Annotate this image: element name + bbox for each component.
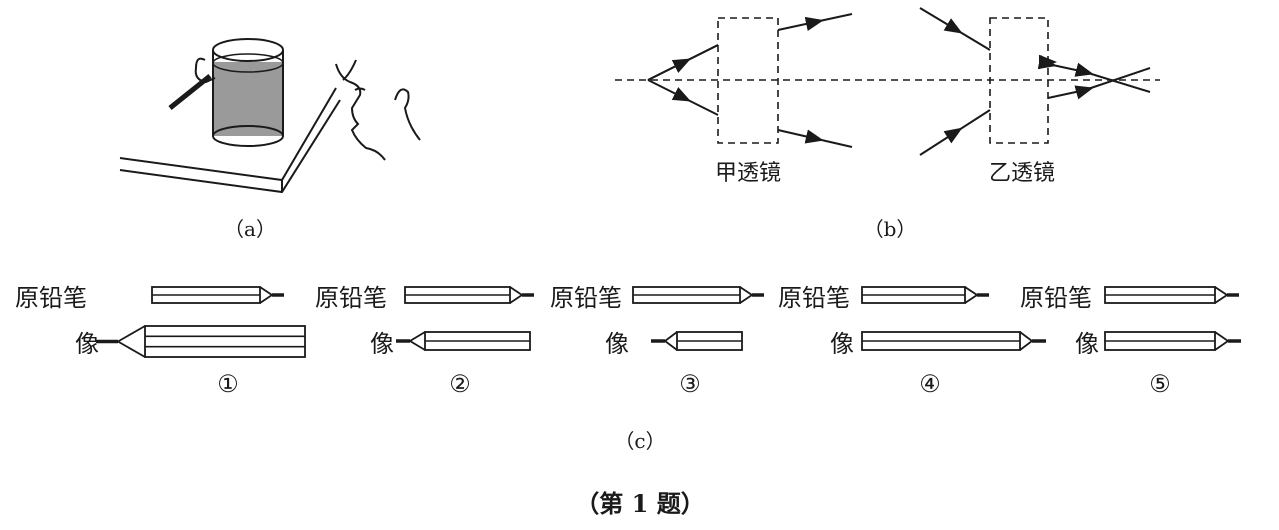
- ray: [1047, 67, 1151, 100]
- original-pencil: [861, 286, 989, 304]
- water-surface: [212, 53, 284, 73]
- ray: [647, 44, 719, 81]
- pencil: [168, 74, 212, 110]
- observer-face: [335, 59, 421, 161]
- image-pencil: [96, 325, 306, 358]
- image-pencil: [651, 331, 743, 351]
- original-pencil-label: 原铅笔: [1020, 284, 1092, 312]
- figure-a-experiment: （a）: [119, 38, 421, 241]
- lens-jia-label: 甲透镜: [715, 161, 781, 186]
- image-label: 像: [1075, 330, 1099, 358]
- original-pencil: [404, 286, 534, 304]
- case-number: ③: [679, 370, 701, 398]
- figure-a-label: （a）: [224, 217, 276, 241]
- image-pencil: [1104, 331, 1241, 351]
- case-number: ⑤: [1149, 370, 1171, 398]
- water: [213, 62, 283, 136]
- original-pencil-label: 原铅笔: [778, 284, 850, 312]
- original-pencil-label: 原铅笔: [550, 284, 622, 312]
- ray: [647, 79, 719, 116]
- original-pencil: [151, 286, 284, 304]
- original-pencil: [1104, 286, 1239, 304]
- image-label: 像: [75, 330, 99, 358]
- image-label: 像: [605, 330, 629, 358]
- lens-yi-label: 乙透镜: [989, 161, 1055, 186]
- caption: （第 1 题）: [575, 489, 704, 518]
- case-number: ②: [449, 370, 471, 398]
- ray: [919, 109, 991, 156]
- case-number: ④: [919, 370, 941, 398]
- ray: [777, 13, 853, 31]
- case-number: ①: [217, 370, 239, 398]
- original-pencil-label: 原铅笔: [315, 284, 387, 312]
- original-pencil-label: 原铅笔: [15, 284, 87, 312]
- eye: [354, 87, 366, 91]
- cylinder-top: [212, 38, 284, 62]
- original-pencil: [632, 286, 764, 304]
- ray: [1048, 62, 1151, 93]
- image-pencil: [396, 331, 531, 351]
- figure-b-lenses: 甲透镜 乙透镜 （b）: [615, 7, 1160, 241]
- image-label: 像: [370, 330, 394, 358]
- ray: [919, 7, 991, 51]
- image-pencil: [861, 331, 1046, 351]
- ray: [777, 129, 853, 148]
- lens-jia-box: [717, 17, 779, 144]
- figure-b-label: （b）: [864, 217, 917, 241]
- figure-c-label: （c）: [614, 429, 665, 453]
- image-label: 像: [830, 330, 854, 358]
